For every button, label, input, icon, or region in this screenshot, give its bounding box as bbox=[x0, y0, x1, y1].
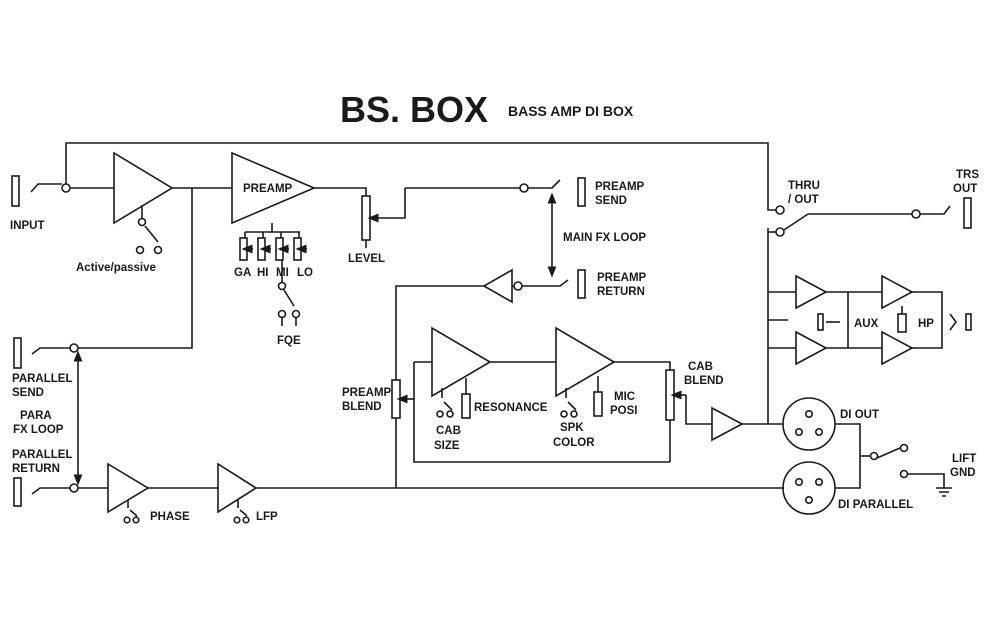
thru-out-switch bbox=[783, 213, 809, 231]
preamp-send-node bbox=[519, 183, 529, 193]
thru-out-label-1: THRU bbox=[788, 180, 820, 192]
lift-gnd-label-1: LIFT bbox=[952, 453, 976, 465]
parallel-return-label-2: RETURN bbox=[12, 463, 60, 475]
preamp-blend-label-1: PREAMP bbox=[342, 387, 392, 399]
aux-amp-2 bbox=[795, 330, 828, 366]
parallel-send-node bbox=[69, 343, 79, 353]
hp-amp-2 bbox=[881, 330, 914, 366]
lfp-label: LFP bbox=[256, 511, 278, 523]
input-node bbox=[61, 183, 71, 193]
aux-amp-1 bbox=[795, 274, 828, 310]
preamp-send-jack bbox=[577, 177, 586, 207]
ground-icon bbox=[936, 487, 952, 497]
active-passive-label: Active/passive bbox=[76, 262, 156, 274]
preamp-send-label-2: SEND bbox=[595, 195, 627, 207]
mi-pot bbox=[275, 237, 284, 261]
preamp-blend-pot bbox=[391, 379, 401, 419]
fqe-label: FQE bbox=[277, 335, 301, 347]
aux-label: AUX bbox=[854, 318, 879, 330]
parallel-send-label-2: SEND bbox=[12, 387, 44, 399]
spk-color-label-1: SPK bbox=[560, 422, 584, 434]
preamp-block bbox=[231, 151, 317, 225]
cab-size-label-2: SIZE bbox=[434, 440, 460, 452]
resonance-label: RESONANCE bbox=[474, 402, 548, 414]
parallel-send-jack bbox=[13, 337, 22, 369]
cab-size-amp bbox=[431, 326, 492, 398]
ga-pot bbox=[239, 237, 248, 261]
trs-out-label-2: OUT bbox=[953, 183, 977, 195]
preamp-return-node bbox=[513, 281, 523, 291]
parallel-return-label-1: PARALLEL bbox=[12, 449, 72, 461]
mic-posi-pot bbox=[593, 391, 603, 417]
di-parallel-xlr bbox=[782, 461, 836, 515]
phase-label: PHASE bbox=[150, 511, 190, 523]
thru-node-top bbox=[775, 205, 785, 215]
cab-sim-loop bbox=[413, 362, 670, 463]
cab-size-label-1: CAB bbox=[436, 425, 461, 437]
mic-posi-label-1: MIC bbox=[614, 391, 635, 403]
para-fx-loop-label-2: FX LOOP bbox=[13, 424, 64, 436]
input-wire bbox=[30, 183, 62, 193]
preamp-send-label-1: PREAMP bbox=[595, 181, 645, 193]
parallel-send-label-1: PARALLEL bbox=[12, 373, 72, 385]
fqe-switch bbox=[283, 289, 295, 307]
mic-posi-label-2: POSI bbox=[610, 405, 637, 417]
level-wiper bbox=[367, 188, 406, 223]
trs-out-label-1: TRS bbox=[956, 169, 979, 181]
hp-jack bbox=[965, 313, 972, 331]
main-fx-loop-label: MAIN FX LOOP bbox=[563, 232, 646, 244]
hi-pot bbox=[257, 237, 266, 261]
lo-label: LO bbox=[297, 267, 313, 279]
cab-blend-label-1: CAB bbox=[688, 361, 713, 373]
spk-color-label-2: COLOR bbox=[553, 437, 595, 449]
hp-label: HP bbox=[918, 318, 934, 330]
parallel-return-jack bbox=[13, 477, 22, 507]
level-label: LEVEL bbox=[348, 253, 385, 265]
trs-out-node bbox=[911, 209, 921, 219]
di-out-xlr bbox=[782, 397, 836, 451]
preamp-blend-label-2: BLEND bbox=[342, 401, 382, 413]
return-buffer-amp bbox=[482, 268, 513, 304]
diagram-subtitle: BASS AMP DI BOX bbox=[508, 103, 634, 119]
di-parallel-label: DI PARALLEL bbox=[838, 499, 913, 511]
trs-out-jack bbox=[963, 197, 972, 229]
di-out-label: DI OUT bbox=[840, 409, 879, 421]
thru-node-bottom bbox=[775, 227, 785, 237]
para-fx-loop-label-1: PARA bbox=[20, 410, 52, 422]
hi-label: HI bbox=[257, 267, 269, 279]
parallel-send-link bbox=[78, 188, 193, 349]
cab-blend-pot bbox=[665, 369, 675, 421]
bypass-wire bbox=[65, 142, 776, 211]
lo-pot bbox=[293, 237, 302, 261]
aux-jack bbox=[817, 313, 824, 331]
active-passive-switch bbox=[144, 225, 159, 243]
di-buffer-amp bbox=[711, 406, 744, 442]
hp-amp-1 bbox=[881, 274, 914, 310]
input-label: INPUT bbox=[10, 220, 45, 232]
parallel-return-node bbox=[69, 483, 79, 493]
level-pot bbox=[361, 195, 371, 241]
thru-out-label-2: / OUT bbox=[788, 194, 819, 206]
resonance-pot bbox=[461, 393, 471, 419]
input-jack bbox=[11, 175, 20, 207]
lift-gnd-label-2: GND bbox=[950, 467, 976, 479]
preamp-label: PREAMP bbox=[243, 183, 293, 195]
preamp-return-label-2: RETURN bbox=[597, 286, 645, 298]
spk-color-amp bbox=[555, 326, 616, 398]
ga-label: GA bbox=[234, 267, 251, 279]
preamp-return-jack bbox=[577, 269, 586, 299]
lift-gnd-switch bbox=[876, 447, 901, 459]
diagram-title: BS. BOX bbox=[340, 89, 488, 130]
input-buffer-amp bbox=[113, 151, 174, 225]
eq-bus bbox=[244, 223, 300, 238]
cab-blend-label-2: BLEND bbox=[684, 375, 724, 387]
preamp-return-label-1: PREAMP bbox=[597, 272, 647, 284]
hp-pot bbox=[897, 313, 907, 333]
lfp-amp bbox=[217, 462, 258, 514]
